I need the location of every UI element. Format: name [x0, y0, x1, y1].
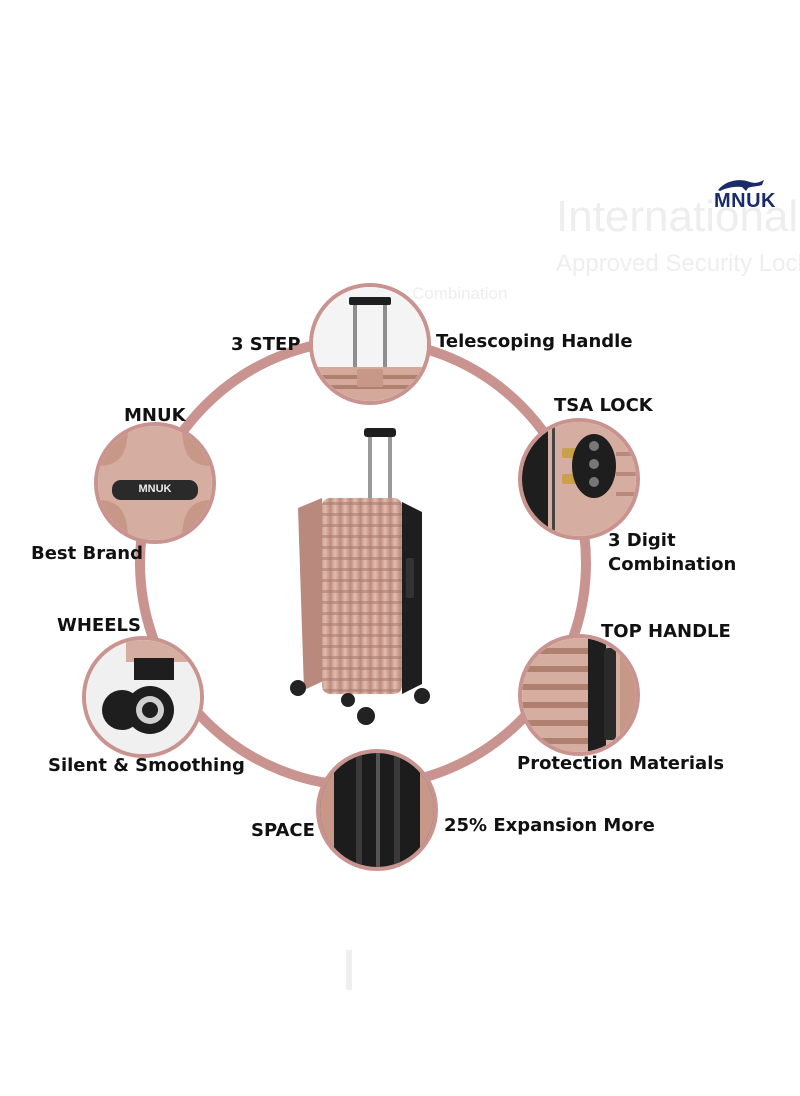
combination-lock-icon: [522, 422, 636, 536]
handle-detail-bubble: [309, 283, 431, 405]
brand-badge-text: MNUK: [138, 483, 172, 495]
top-handle-desc: Protection Materials: [517, 753, 725, 774]
brand-desc: Best Brand: [31, 543, 143, 564]
leopard-icon: [718, 180, 764, 191]
handle-desc: Telescoping Handle: [436, 331, 633, 352]
space-desc: 25% Expansion More: [444, 815, 655, 836]
brand-logo: MNUK: [714, 180, 786, 220]
tsa-desc-line2: Combination: [608, 554, 737, 575]
space-title: SPACE: [251, 820, 315, 841]
wheels-desc: Silent & Smoothing: [48, 755, 245, 776]
reflection-mark: [346, 950, 352, 990]
telescoping-handle-icon: [313, 287, 427, 401]
tsa-desc-line1: 3 Digit: [608, 530, 676, 551]
top-handle-bubble: [518, 634, 640, 756]
wheels-title: WHEELS: [57, 615, 141, 636]
suitcase-image: [290, 428, 430, 725]
brand-title: MNUK: [124, 405, 186, 426]
spinner-wheel-icon: [86, 640, 200, 754]
watermark-line-2: Approved Security Lock: [556, 250, 800, 277]
logo-text: MNUK: [714, 190, 776, 212]
zipper-icon: [320, 753, 434, 867]
watermark-line-1: International: [556, 192, 799, 241]
tsa-title: TSA LOCK: [554, 395, 653, 416]
watermark-line-3: Combination: [412, 284, 508, 303]
handle-title: 3 STEP: [231, 334, 301, 355]
wheels-bubble: [82, 636, 204, 758]
top-handle-icon: [522, 638, 636, 752]
brand-bubble: MNUK: [94, 422, 216, 544]
top-handle-title: TOP HANDLE: [601, 621, 731, 642]
expansion-bubble: [316, 749, 438, 871]
tsa-lock-bubble: [518, 418, 640, 540]
